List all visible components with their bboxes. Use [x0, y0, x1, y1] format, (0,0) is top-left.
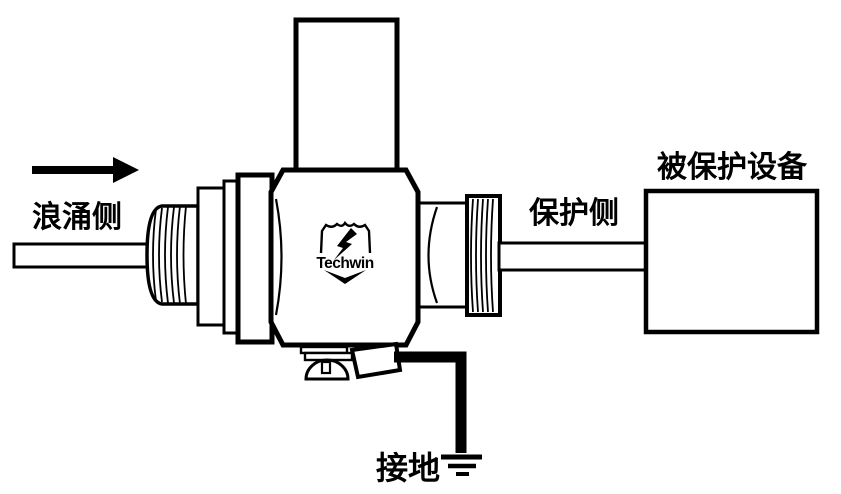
flange-ring-1 [196, 186, 226, 327]
lightning-bolt-icon [334, 228, 357, 260]
surge-side-cable [12, 242, 157, 269]
thread-line [480, 198, 484, 313]
flange-ring-3 [235, 172, 275, 345]
ground-terminal [299, 345, 354, 381]
thread-line [170, 206, 175, 304]
protected-side-cable [497, 241, 649, 272]
brand-label: Techwin [316, 255, 373, 272]
techwin-logo: Techwin [316, 220, 374, 284]
arrow-head [113, 157, 139, 183]
left-threaded-connector [145, 204, 200, 306]
flow-direction-arrow-icon [32, 157, 139, 183]
thread-line [164, 206, 169, 304]
connector-curve [427, 206, 439, 304]
spd-body [268, 167, 421, 348]
body-left-curve [274, 198, 283, 316]
ground-symbol-icon [441, 454, 482, 476]
shield-icon [319, 220, 372, 254]
thread-line [470, 198, 474, 313]
ground-wire [394, 351, 467, 453]
thread-line [152, 208, 157, 302]
surge-side-label: 浪涌侧 [32, 200, 122, 234]
thread-line [475, 198, 479, 313]
chevron-down-icon [324, 270, 366, 284]
protected-equipment-label: 被保护设备 [657, 150, 808, 184]
protected-side-label: 保护侧 [529, 197, 619, 230]
thread-line [182, 205, 187, 305]
right-connector-sleeve [413, 201, 470, 309]
left-flange-rings [196, 172, 275, 345]
terminal-notch [320, 360, 332, 375]
top-terminal-block [293, 17, 400, 173]
ground-label: 接地 [376, 450, 440, 486]
right-threaded-connector [465, 194, 502, 317]
protected-equipment-box [643, 188, 820, 335]
thread-line [485, 198, 489, 313]
ground-cable-lug [349, 341, 403, 380]
thread-line [176, 205, 181, 305]
thread-line [490, 198, 494, 313]
thread-line [158, 207, 163, 303]
